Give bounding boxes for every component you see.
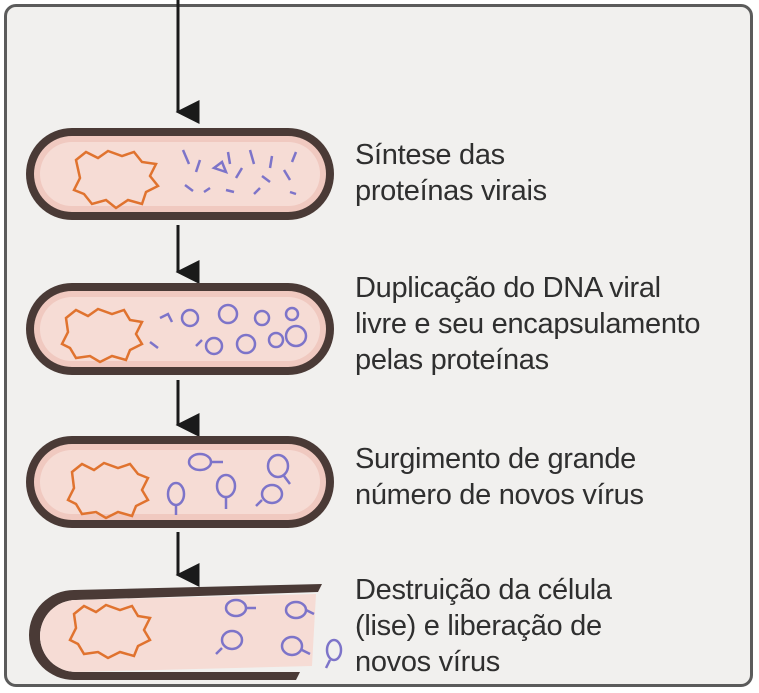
released-virions xyxy=(215,598,343,669)
bacterial-cell-stage-4-lysed xyxy=(29,584,343,680)
capsid-assembly-circles xyxy=(149,303,308,356)
bacterial-cell-stage-1 xyxy=(26,128,334,220)
step-label-lysis: Destruição da célula (lise) e liberação … xyxy=(355,574,612,678)
bacterial-chromosome-icon xyxy=(66,461,150,520)
bacterial-cell-stage-2 xyxy=(26,283,334,375)
step-label-emergence: Surgimento de grande número de novos vír… xyxy=(355,443,644,511)
bacterial-chromosome-icon xyxy=(72,149,160,210)
new-virions xyxy=(166,452,291,515)
step-label-duplication: Duplicação do DNA viral livre e seu enca… xyxy=(355,272,701,376)
viral-protein-fragments xyxy=(181,149,298,196)
bacterial-chromosome-icon xyxy=(68,603,152,660)
bacterial-chromosome-icon xyxy=(60,307,144,364)
step-label-synthesis: Síntese das proteínas virais xyxy=(355,139,547,207)
bacterial-cell-stage-3 xyxy=(26,436,334,528)
